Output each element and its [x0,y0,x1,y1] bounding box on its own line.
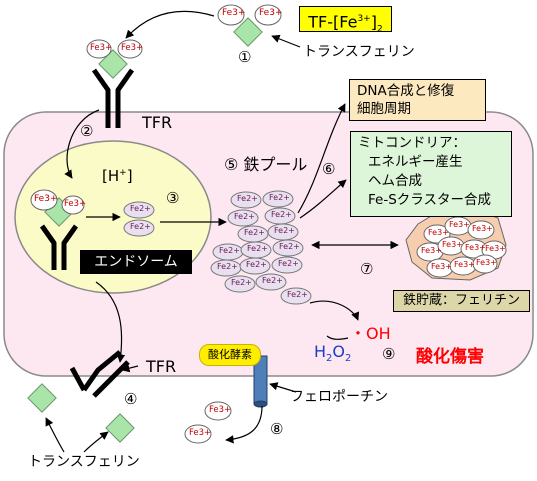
h2o2-text: H [314,342,327,361]
step-2: ② [80,122,94,140]
fe3-label-receptor-2: Fe3+ [121,43,144,53]
step-7: ⑦ [360,260,374,278]
dna-box-line-1: DNA合成と修復 [357,83,455,99]
h2o2-label: H2O2 [314,342,351,364]
tfr-label-upper: TFR [142,113,173,132]
tf-complex-sup: 3+ [357,14,371,24]
arrow-h2o2 [326,335,349,340]
fe3-label-receptor-1: Fe3+ [90,43,113,53]
fe3-label-top-2: Fe3+ [259,8,283,18]
fe3-label-top-1: Fe3+ [222,8,246,18]
fe2-endosome [123,201,155,237]
ferritin-box: 鉄貯蔵：フェリチン [393,290,530,312]
fe3-label: Fe3+ [449,220,470,229]
h-plus-text: [H [102,167,120,185]
fe2-label: Fe2+ [269,193,290,202]
arrow-fenton [309,300,360,321]
tf-complex-text: TF-[Fe [308,12,358,32]
fe2-label: Fe2+ [246,260,267,269]
step-8: ⑧ [270,420,284,438]
iron-pool-cluster [210,190,312,305]
step-3: ③ [166,189,180,207]
fe2-label: Fe2+ [219,246,240,255]
arrow-label-tfr-lower [121,364,139,373]
fe2-label: Fe2+ [279,242,300,251]
fe3-label: Fe3+ [428,228,449,237]
dna-box: DNA合成と修復 細胞周期 [349,79,486,121]
step-9: ⑨ [382,345,396,363]
arrow-label-transferrin-bottom [45,417,65,453]
endosome-label: エンドソーム [80,250,192,274]
arrow-to-mito [299,179,347,219]
h-plus-label: [H+] [102,167,133,185]
fe3-label-endosome-1: Fe3+ [34,194,58,204]
mito-box-line-1: エネルギー産生 [368,154,463,170]
fe3-label: Fe3+ [465,243,486,252]
oxidative-damage-label: 酸化傷害 [416,347,484,367]
fe2-label: Fe2+ [130,222,151,231]
tf-complex-tail: ] [370,12,377,32]
arrow-recycling [95,281,126,363]
fe2-label: Fe2+ [234,212,255,221]
fe2-label: Fe2+ [274,226,295,235]
hydroxyl-label: ・OH [350,324,391,343]
arrow-tf-to-receptor [125,10,215,39]
arrow-endocytosis [64,109,100,179]
tf-complex-box: TF-[Fe3+]2 [299,6,392,35]
arrow-export [225,405,263,444]
fe2-label: Fe2+ [278,259,299,268]
iron-pool-label: ⑤ 鉄プール [224,155,308,174]
arrow-to-dna [297,103,346,214]
fe3-exported [184,401,232,444]
fe2-label: Fe2+ [217,262,238,271]
tfr-receptor-upper [86,39,143,128]
fe3-label: Fe3+ [421,246,442,255]
fe3-label-export-1: Fe3+ [209,405,232,415]
oxidase-label: 酸化酵素 [199,344,261,366]
step-4: ④ [124,390,138,408]
fe3-label: Fe3+ [454,260,475,269]
ferritin-cluster [405,209,507,281]
mito-box-line-2: ヘム合成 [368,173,422,189]
mito-box-title: ミトコンドリア： [358,135,466,151]
transferrin-label-top: トランスフェリン [303,44,415,60]
fe3-label: Fe3+ [476,258,497,267]
mito-box: ミトコンドリア： エネルギー産生 ヘム合成 Fe-Sクラスター合成 [350,131,512,217]
fe3-label: Fe3+ [431,262,452,271]
ferroportin-label: フェロポーチン [290,389,388,405]
dna-box-line-2: 細胞周期 [357,101,411,117]
transferrin-top-complex [217,4,282,47]
h2o2-sub-1: 2 [326,353,333,365]
fe2-label: Fe2+ [231,278,252,287]
step-6: ⑥ [322,160,336,178]
fe3-label-endosome-2: Fe3+ [64,199,87,209]
arrow-label-transferrin-top [271,34,301,48]
arrow-label-ferroportin [269,382,297,393]
apo-transferrin [27,383,135,443]
mito-box-line-3: Fe-Sクラスター合成 [368,192,492,208]
fe2-label: Fe2+ [287,290,308,299]
tf-complex-sub: 2 [376,24,383,35]
h2o2-mid: O [332,342,345,361]
fe3-label-export-2: Fe3+ [189,428,212,438]
h-plus-tail: ] [126,167,133,185]
fe2-label: Fe2+ [237,194,258,203]
arrow-label-transferrin-bottom-2 [83,431,109,453]
fe2-label: Fe2+ [262,276,283,285]
step-1: ① [238,48,252,66]
fe2-label: Fe2+ [271,210,292,219]
fe2-label: Fe2+ [247,244,268,253]
transferrin-label-bottom: トランスフェリン [28,454,140,470]
tfr-label-lower: TFR [146,357,177,376]
h2o2-sub-2: 2 [345,353,352,365]
fe2-label: Fe2+ [244,228,265,237]
fe3-label: Fe3+ [442,240,463,249]
h-plus-sup: + [119,168,127,178]
ferroportin-channel [253,355,268,408]
tfr-receptor-endosome [30,189,85,270]
fe3-label: Fe3+ [472,224,493,233]
fe3-label: Fe3+ [485,244,506,253]
fe2-label: Fe2+ [130,204,151,213]
